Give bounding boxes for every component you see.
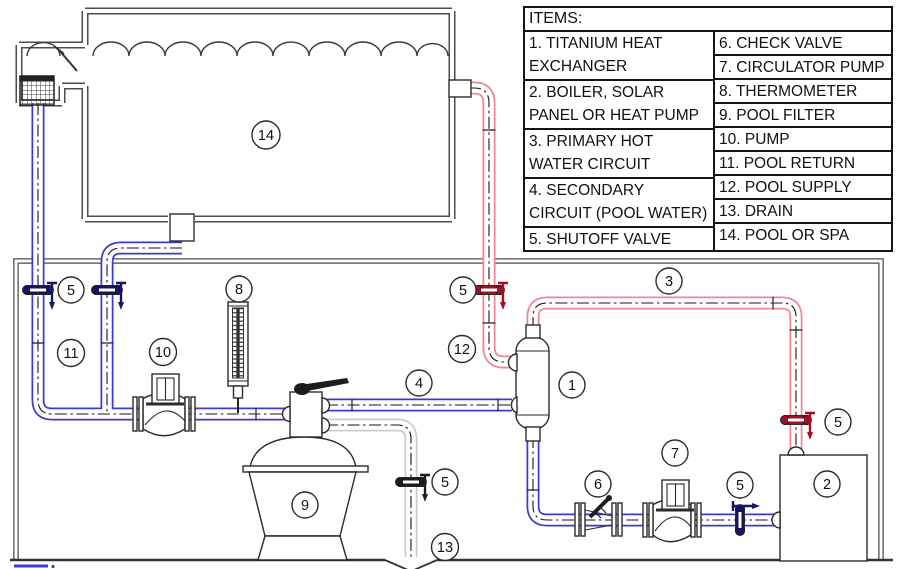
circulator-pump: [642, 479, 702, 543]
thermometer-instrument: [227, 301, 249, 413]
svg-text:8: 8: [235, 282, 243, 298]
heat-exchanger-body: [515, 336, 550, 430]
pool-wall-fitting: [448, 79, 472, 98]
svg-text:5: 5: [834, 415, 842, 431]
callout-pool-supply: 12: [447, 334, 477, 364]
svg-text:6: 6: [594, 477, 602, 493]
callout-shutoff-boiler-cold: 5: [726, 471, 754, 499]
multiport-handle: [294, 378, 349, 395]
callout-check-valve: 6: [584, 470, 612, 498]
svg-text:14: 14: [258, 128, 274, 144]
legend-item-8: 8. THERMOMETER: [715, 80, 891, 104]
items-legend: ITEMS: 1. TITANIUM HEAT EXCHANGER 2. BOI…: [523, 6, 893, 252]
legend-right-column: 6. CHECK VALVE 7. CIRCULATOR PUMP 8. THE…: [715, 32, 891, 250]
svg-text:5: 5: [736, 478, 744, 494]
pipe-joint-seams: [31, 129, 803, 491]
svg-text:7: 7: [671, 446, 679, 462]
svg-text:2: 2: [823, 477, 831, 493]
boiler-ports: [771, 446, 805, 529]
water-line: [26, 41, 449, 57]
legend-title: ITEMS:: [525, 8, 891, 32]
svg-text:9: 9: [301, 498, 309, 514]
legend-item-13: 13. DRAIN: [715, 200, 891, 224]
svg-text:5: 5: [441, 475, 449, 491]
pool-walls: [19, 11, 452, 219]
legend-item-10: 10. PUMP: [715, 128, 891, 152]
floor-line: [10, 558, 893, 569]
callout-thermometer: 8: [225, 275, 253, 303]
legend-item-1: 1. TITANIUM HEAT EXCHANGER: [525, 32, 713, 81]
callout-shutoff-boiler-hot: 5: [824, 408, 852, 436]
legend-item-14: 14. POOL OR SPA: [719, 227, 850, 244]
svg-text:5: 5: [67, 283, 75, 299]
svg-text:1: 1: [568, 378, 576, 394]
legend-item-7: 7. CIRCULATOR PUMP: [715, 56, 891, 80]
pool-bottom-fitting: [169, 213, 195, 242]
callout-shutoff-suction: 5: [57, 276, 85, 304]
legend-item-12: 12. POOL SUPPLY: [715, 176, 891, 200]
callout-circulator-pump: 7: [661, 439, 689, 467]
drain-funnel: [384, 559, 438, 569]
callout-pool-or-spa: 14: [251, 120, 281, 150]
legend-item-6: 6. CHECK VALVE: [715, 32, 891, 56]
legend-left-column: 1. TITANIUM HEAT EXCHANGER 2. BOILER, SO…: [525, 32, 715, 250]
filter-multiport-valve: [281, 378, 349, 438]
pump: [132, 373, 196, 437]
callout-primary-circuit: 3: [655, 267, 683, 295]
check-valve: [574, 495, 623, 537]
svg-text:4: 4: [415, 376, 423, 392]
legend-item-4: 4. SECONDARY CIRCUIT (POOL WATER): [525, 179, 713, 228]
legend-item-3: 3. PRIMARY HOT WATER CIRCUIT: [525, 130, 713, 179]
callout-shutoff-supply: 5: [449, 276, 477, 304]
callout-shutoff-drain: 5: [431, 468, 459, 496]
heat-exchanger-ports: [507, 324, 541, 442]
legend-item-2: 2. BOILER, SOLAR PANEL OR HEAT PUMP: [525, 81, 713, 130]
callout-pump: 10: [148, 337, 178, 367]
legend-item-11: 11. POOL RETURN: [715, 152, 891, 176]
skimmer-basket: [19, 75, 55, 106]
callout-secondary-circuit: 4: [405, 369, 433, 397]
callout-pool-filter: 9: [291, 491, 319, 519]
svg-text:5: 5: [459, 283, 467, 299]
callout-boiler: 2: [813, 470, 841, 498]
svg-text:11: 11: [63, 346, 78, 362]
svg-text:13: 13: [437, 540, 453, 556]
legend-item-5: 5. SHUTOFF VALVE: [529, 231, 672, 248]
callout-drain: 13: [430, 532, 460, 562]
svg-text:10: 10: [155, 345, 171, 361]
callout-pool-return: 11: [56, 338, 86, 368]
svg-text:3: 3: [665, 274, 673, 290]
skimmer-weir: [53, 45, 78, 72]
callout-heat-exchanger: 1: [558, 371, 586, 399]
svg-text:12: 12: [454, 342, 470, 358]
legend-item-9: 9. POOL FILTER: [715, 104, 891, 128]
